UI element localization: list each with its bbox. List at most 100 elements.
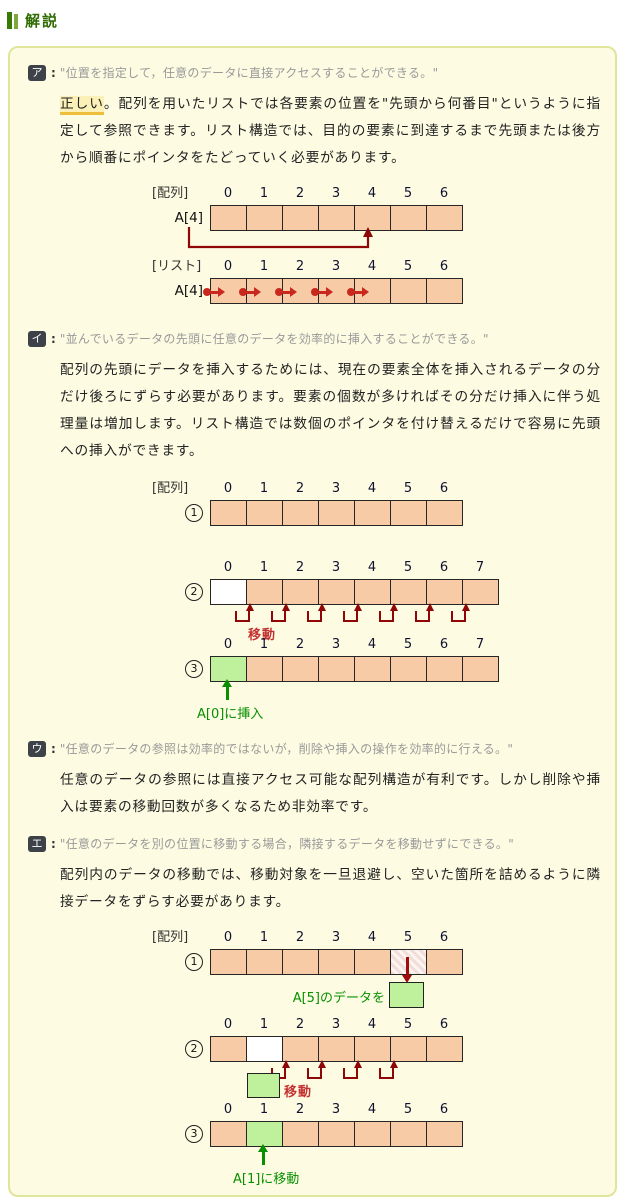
shift-right-arrow-icon	[343, 1060, 362, 1079]
shift-right-arrow-icon	[451, 603, 470, 622]
array-cell	[282, 949, 319, 975]
insert-note: A[0]に挿入	[197, 707, 264, 722]
array-cell	[354, 579, 391, 605]
option-a-quote: "位置を指定して，任意のデータに直接アクセスすることができる。"	[59, 66, 439, 80]
badge-colon: :	[51, 837, 56, 851]
insert-up-arrow-icon	[258, 1144, 268, 1165]
array-cell	[210, 500, 247, 526]
diagram-title: [配列]	[152, 930, 189, 945]
explanation-panel: ア : "位置を指定して，任意のデータに直接アクセスすることができる。" 正しい…	[8, 46, 617, 1197]
array-cell	[390, 1036, 427, 1062]
array-cell	[426, 656, 463, 682]
row-label: 3	[152, 1121, 210, 1147]
row-label: A[4]	[174, 283, 203, 299]
index-label: 2	[295, 930, 305, 945]
row-label: A[4]	[174, 210, 203, 226]
diagram-title: [配列]	[152, 481, 189, 496]
array-cell	[246, 1036, 283, 1062]
array-cell	[282, 500, 319, 526]
shift-right-arrow-icon	[271, 603, 290, 622]
pointer-arrow-icon	[203, 287, 225, 297]
shift-right-arrow-icon	[343, 603, 362, 622]
array-cell	[282, 656, 319, 682]
row-label: 2	[152, 579, 210, 605]
cells-row: 2 移動	[152, 579, 601, 643]
index-label: 7	[475, 637, 485, 652]
index-label: 3	[331, 1017, 341, 1032]
index-label: 0	[223, 186, 233, 201]
double-bar-icon	[7, 12, 18, 29]
array-cell	[210, 1036, 247, 1062]
array-cell	[426, 205, 463, 231]
option-a-badge: ア	[28, 65, 46, 81]
index-label: 7	[475, 560, 485, 575]
option-i-row: イ : "並んでいるデータの先頭に任意のデータを効率的に挿入することができる。"	[28, 330, 601, 348]
pointer-arrow-icon	[347, 287, 369, 297]
index-label: 1	[259, 637, 269, 652]
correct-highlight: 正しい	[60, 96, 104, 115]
index-label: 5	[403, 560, 413, 575]
array-cell	[246, 579, 283, 605]
array-cell	[354, 656, 391, 682]
option-i-badge: イ	[28, 331, 46, 347]
circled-number-marker: 3	[185, 660, 203, 678]
index-label: 6	[439, 637, 449, 652]
row-label: 3	[152, 656, 210, 682]
index-label: 0	[223, 1102, 233, 1117]
index-label: 2	[295, 481, 305, 496]
diagram-title: [配列]	[152, 186, 189, 201]
array-cell	[318, 500, 355, 526]
array-cell	[426, 949, 463, 975]
shift-label: 移動	[248, 628, 277, 643]
array-cell	[390, 656, 427, 682]
cells: 移動	[210, 1036, 463, 1100]
index-label: 6	[439, 259, 449, 274]
shift-right-arrow-icon	[379, 1060, 398, 1079]
badge-colon: :	[51, 66, 56, 80]
array-cell	[246, 500, 283, 526]
array-cell	[354, 949, 391, 975]
index-label: 4	[367, 259, 377, 274]
index-label: 1	[259, 1102, 269, 1117]
evacuate-down-arrow-icon	[402, 957, 412, 983]
index-label: 3	[331, 481, 341, 496]
array-cell	[426, 500, 463, 526]
index-label: 5	[403, 1017, 413, 1032]
insert-note: A[1]に移動	[233, 1172, 300, 1187]
index-label: 4	[367, 637, 377, 652]
index-label: 2	[295, 259, 305, 274]
index-label: 5	[403, 1102, 413, 1117]
index-label: 6	[439, 560, 449, 575]
index-label: 6	[439, 930, 449, 945]
index-label: 6	[439, 186, 449, 201]
index-label: 4	[367, 481, 377, 496]
index-label: 2	[295, 1017, 305, 1032]
shift-right-arrow-icon	[307, 1060, 326, 1079]
index-label: 2	[295, 637, 305, 652]
index-label: 0	[223, 560, 233, 575]
array-cell	[318, 1036, 355, 1062]
option-u-quote: "任意のデータの参照は効率的ではないが，削除や挿入の操作を効率的に行える。"	[59, 742, 514, 756]
option-i-quote: "並んでいるデータの先頭に任意のデータを効率的に挿入することができる。"	[59, 332, 489, 346]
array-cell	[426, 1121, 463, 1147]
index-label: 4	[367, 1017, 377, 1032]
pointer-arrow-icon	[275, 287, 297, 297]
array-cell	[390, 205, 427, 231]
held-data-box	[247, 1073, 280, 1098]
cells: 移動	[210, 579, 499, 643]
option-u-badge: ウ	[28, 741, 46, 757]
array-cell	[426, 278, 463, 304]
shift-right-arrow-icon	[379, 603, 398, 622]
pointer-dot	[239, 288, 247, 296]
index-label: 3	[331, 259, 341, 274]
array-cell	[390, 1121, 427, 1147]
